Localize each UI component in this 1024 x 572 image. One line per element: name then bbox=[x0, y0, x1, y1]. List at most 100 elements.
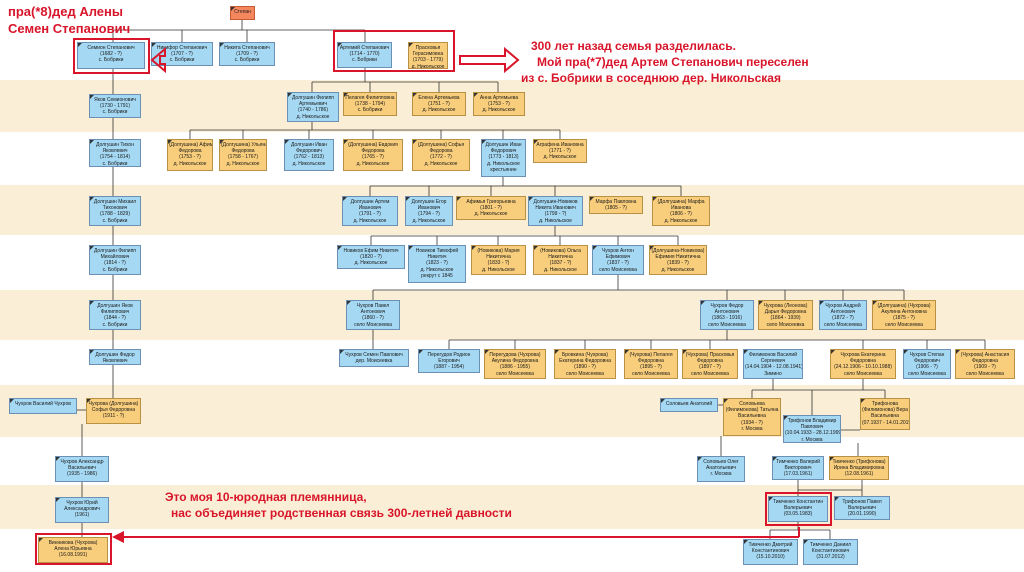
person-card-line: с. Бобрики bbox=[102, 266, 128, 273]
person-card-vasily5[interactable]: Чухров Василий Чухров bbox=[9, 398, 77, 414]
person-card-alena8[interactable]: Винникова (Чухрова)Алена Юрьевна(16.08.1… bbox=[38, 537, 108, 563]
annotation-bottom: Это моя 10-юродная племянница, нас объед… bbox=[165, 489, 512, 521]
person-card-line: (1738 - 1794) bbox=[354, 101, 386, 108]
person-card-pelageya0[interactable]: Пелагея Филипповна(1738 - 1794)с. Бобрик… bbox=[343, 92, 397, 116]
person-card-line: д. Никольское bbox=[664, 217, 698, 224]
annotation-top-right: 300 лет назад семья разделилась. Мой пра… bbox=[521, 38, 809, 86]
person-card-line: село Моисеевка bbox=[354, 321, 392, 328]
person-card-sofya5[interactable]: Чухрова (Долгушина)Софья Федоровна(1911 … bbox=[86, 398, 141, 424]
person-card-line: Новиков Ефим Никитич bbox=[343, 248, 399, 254]
person-card-stepan[interactable]: Степан bbox=[230, 6, 255, 20]
person-card-line: (1906 - ?) bbox=[916, 364, 938, 371]
person-card-line: Тимченко (Трифонова) bbox=[832, 459, 886, 465]
person-card-line: д. Никольское bbox=[487, 160, 520, 167]
person-card-darya3[interactable]: Чухрова (Леонова)Дарья Федоровна(1864 - … bbox=[758, 300, 813, 330]
person-card-elena0[interactable]: Елена Артемьева(1751 - ?)д. Никольское bbox=[412, 92, 466, 116]
person-card-line: Артемьевич bbox=[299, 101, 327, 108]
person-card-afimya1[interactable]: Афимья Григорьевна(1801 - ?)д. Никольско… bbox=[456, 196, 526, 220]
person-card-line: (1837 - ?) bbox=[607, 260, 629, 267]
person-card-line: Тимченко Валерий bbox=[776, 459, 820, 465]
person-card-line: (1714 - 1770) bbox=[349, 51, 380, 58]
person-card-line: (1839 - ?) bbox=[667, 260, 689, 267]
person-card-nikifor[interactable]: Никифор Степанович(1707 - ?)с. Бобрики bbox=[151, 42, 213, 66]
person-card-line: (1864 - 1939) bbox=[770, 315, 801, 322]
person-card-agrafena0[interactable]: Аграфена Ивановна(1771 - ?)д. Никольское bbox=[533, 139, 587, 163]
person-card-semyon[interactable]: Семион Степанович(1682 - ?)с. Бобрики bbox=[77, 42, 145, 69]
person-card-line: Алена Юрьевна bbox=[54, 546, 92, 553]
person-card-anatoly5[interactable]: Соловьев Анатолий bbox=[660, 398, 718, 412]
person-card-nikita0[interactable]: Никита Степанович(1709 - ?)с. Бобрики bbox=[219, 42, 275, 66]
person-card-ekaterina4[interactable]: Бровкина (Чухрова)Екатерина Федоровна(18… bbox=[554, 349, 616, 379]
person-card-line: (1707 - ?) bbox=[171, 51, 193, 58]
person-card-irina6[interactable]: Тимченко (Трифонова)Ирина Владимировна(1… bbox=[829, 456, 889, 480]
person-card-akulina4[interactable]: Перегудова (Чухрова)Акулина Федоровна(18… bbox=[484, 349, 546, 379]
person-card-anna0[interactable]: Анна Артемьева(1753 - ?)д. Никольское bbox=[473, 92, 525, 116]
person-card-line: (1863 - 1916) bbox=[711, 315, 743, 322]
person-card-line: Антонович bbox=[714, 309, 740, 316]
person-card-artemy[interactable]: Артемий Степанович(1714 - 1770)с. Бобрик… bbox=[337, 42, 392, 68]
person-card-line: Долгушин Яков bbox=[97, 303, 133, 309]
person-card-yakov0[interactable]: Яков Семионович(1730 - 1791)с. Бобрики bbox=[89, 94, 141, 118]
person-card-efimia2[interactable]: (Долгушина-Новикова)Ефимия Никитична(183… bbox=[649, 245, 707, 275]
person-card-akulina3[interactable]: (Долгушина) (Чухрова)Акулина Антоновна(1… bbox=[872, 300, 936, 330]
person-card-line: (10.04.1933 - 28.12.1999) bbox=[785, 430, 841, 437]
person-card-marfa1[interactable]: Марфа Павловна(1805 - ?) bbox=[589, 196, 643, 214]
person-card-line: (12.08.1961) bbox=[844, 471, 874, 478]
person-card-line: Чухров Юрий bbox=[66, 500, 98, 506]
person-card-line: Зимино bbox=[764, 370, 782, 377]
person-card-line: (Новикова) Мария bbox=[477, 248, 520, 254]
person-card-afimya0[interactable]: (Долгушина) АфимьяФедорова(1753 - ?)д. Н… bbox=[167, 139, 213, 171]
person-card-line: Трифонов Владимир bbox=[787, 418, 837, 424]
person-card-line: Соловьев Олег bbox=[703, 459, 739, 465]
person-card-line: (1820 - ?) bbox=[360, 254, 382, 261]
person-card-line: (1758 - 1767) bbox=[227, 154, 259, 161]
person-card-line: Васильевна bbox=[738, 413, 766, 420]
person-card-line: Яковлевич bbox=[102, 358, 128, 365]
person-card-line: д. Никольское bbox=[424, 160, 458, 167]
person-card-efim2[interactable]: Новиков Ефим Никитич(1820 - ?)д. Никольс… bbox=[337, 245, 405, 269]
person-card-line: Долгушин Филипп bbox=[93, 248, 137, 254]
